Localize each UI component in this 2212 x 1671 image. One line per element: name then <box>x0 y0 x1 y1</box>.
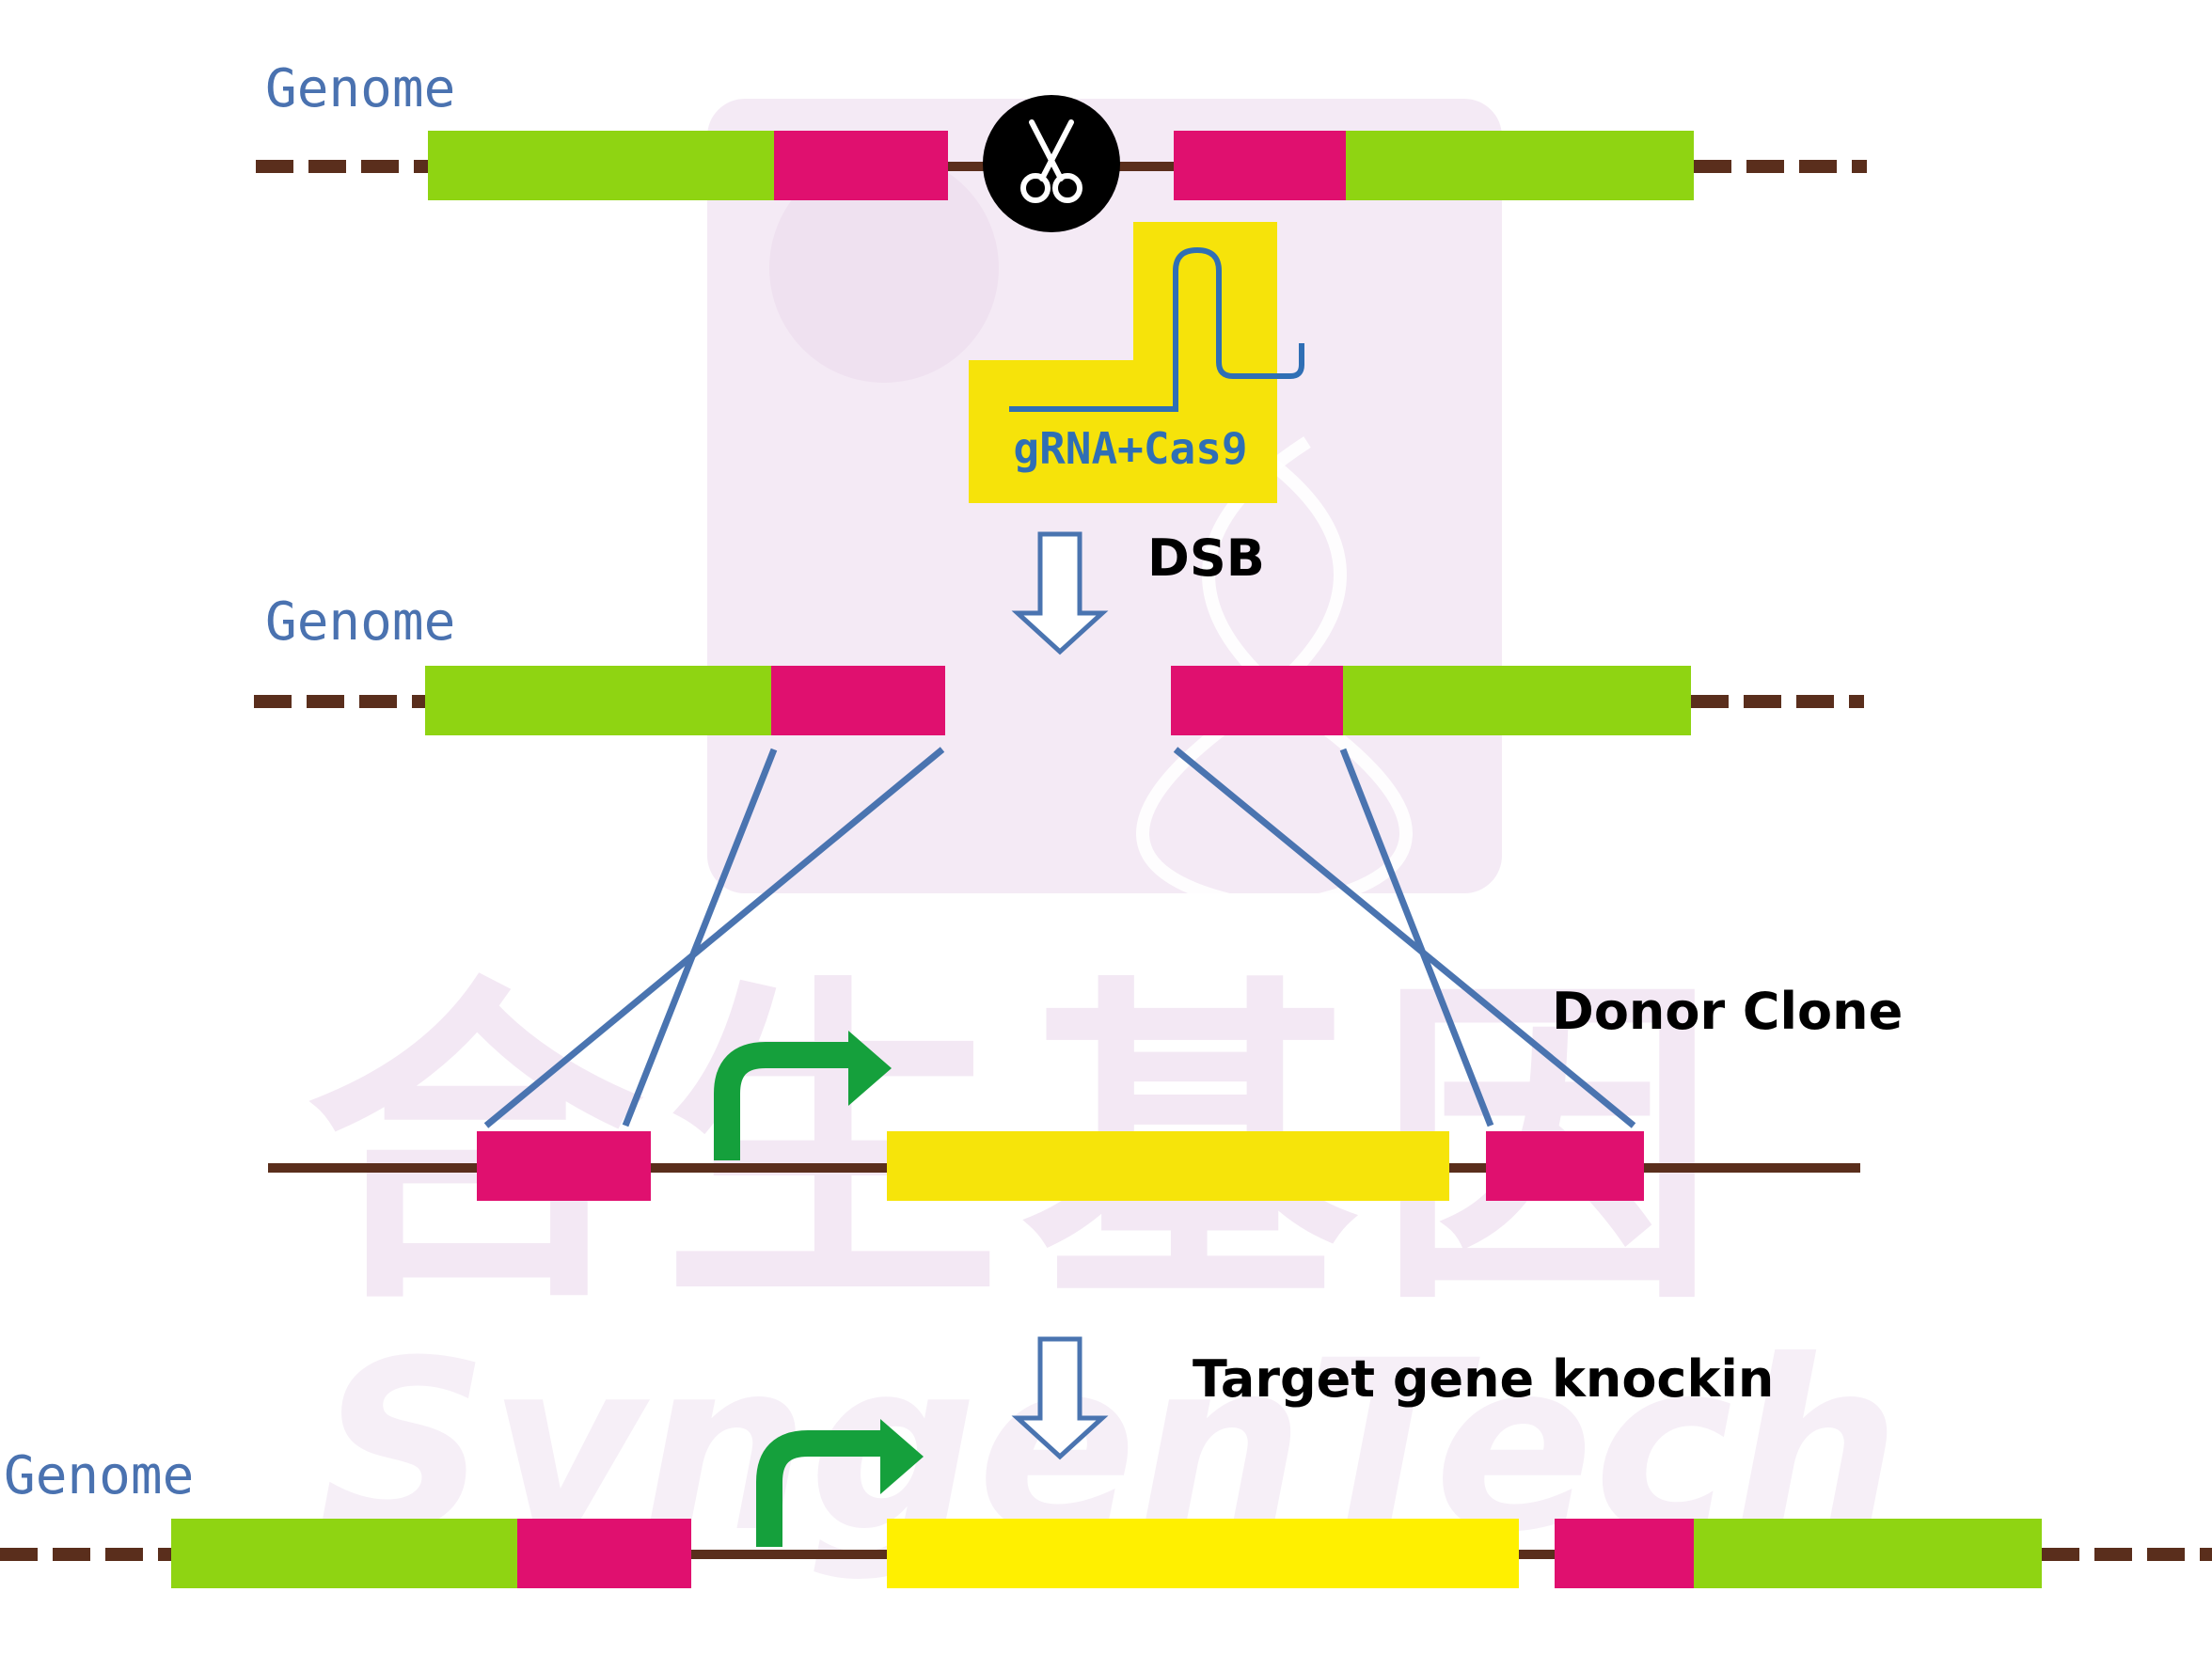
genome-row-result: Genome <box>0 1419 2212 1588</box>
result-insert <box>887 1519 1519 1588</box>
donor-insert <box>887 1131 1449 1201</box>
dsb-step: DSB <box>1011 528 1265 655</box>
promoter-arrow-icon <box>756 1430 884 1547</box>
genome-row-top: Genome <box>256 58 1867 232</box>
dsb-label: DSB <box>1147 528 1265 588</box>
broken-cut-right <box>1171 666 1345 735</box>
down-arrow-icon <box>1011 1336 1109 1460</box>
promoter-arrow-icon <box>714 1042 852 1160</box>
grna-strand <box>1009 246 1304 412</box>
grna-cas9-label: gRNA+Cas9 <box>1013 423 1247 474</box>
genome-label-bottom: Genome <box>4 1445 194 1506</box>
donor-arm-left <box>477 1131 651 1201</box>
target-knockin-label: Target gene knockin <box>1193 1349 1774 1409</box>
genome-row-broken: Genome <box>254 591 1864 735</box>
genome-label-top: Genome <box>265 58 455 119</box>
donor-clone-label: Donor Clone <box>1552 982 1903 1041</box>
crossover-right-2 <box>1339 748 1494 1127</box>
homologous-recombination-lines <box>483 747 1636 1128</box>
scissors-icon <box>983 95 1120 232</box>
cut-region-right <box>1174 131 1348 200</box>
homology-arm-left <box>428 131 776 200</box>
donor-arm-right <box>1486 1131 1644 1201</box>
promoter-arrow-head <box>848 1031 892 1106</box>
knockin-step: Target gene knockin <box>1011 1336 1774 1460</box>
broken-arm-left <box>425 666 773 735</box>
broken-cut-left <box>771 666 945 735</box>
down-arrow-icon <box>1011 531 1109 655</box>
result-cut-left <box>517 1519 691 1588</box>
donor-clone-row: Donor Clone <box>268 982 1903 1201</box>
homology-arm-right <box>1346 131 1694 200</box>
grna-cas9-box <box>969 222 1277 503</box>
broken-arm-right <box>1343 666 1691 735</box>
cut-region-left <box>774 131 948 200</box>
grna-cas9-complex: gRNA+Cas9 <box>969 222 1304 503</box>
genome-label-mid: Genome <box>265 591 455 653</box>
watermark-logo-circle <box>769 153 999 383</box>
result-arm-right <box>1694 1519 2042 1588</box>
crossover-left-2 <box>483 747 945 1128</box>
promoter-arrow-head <box>880 1419 924 1494</box>
result-arm-left <box>171 1519 519 1588</box>
crossover-right-1 <box>1173 747 1636 1128</box>
result-cut-right <box>1555 1519 1696 1588</box>
crossover-left-1 <box>622 748 778 1127</box>
